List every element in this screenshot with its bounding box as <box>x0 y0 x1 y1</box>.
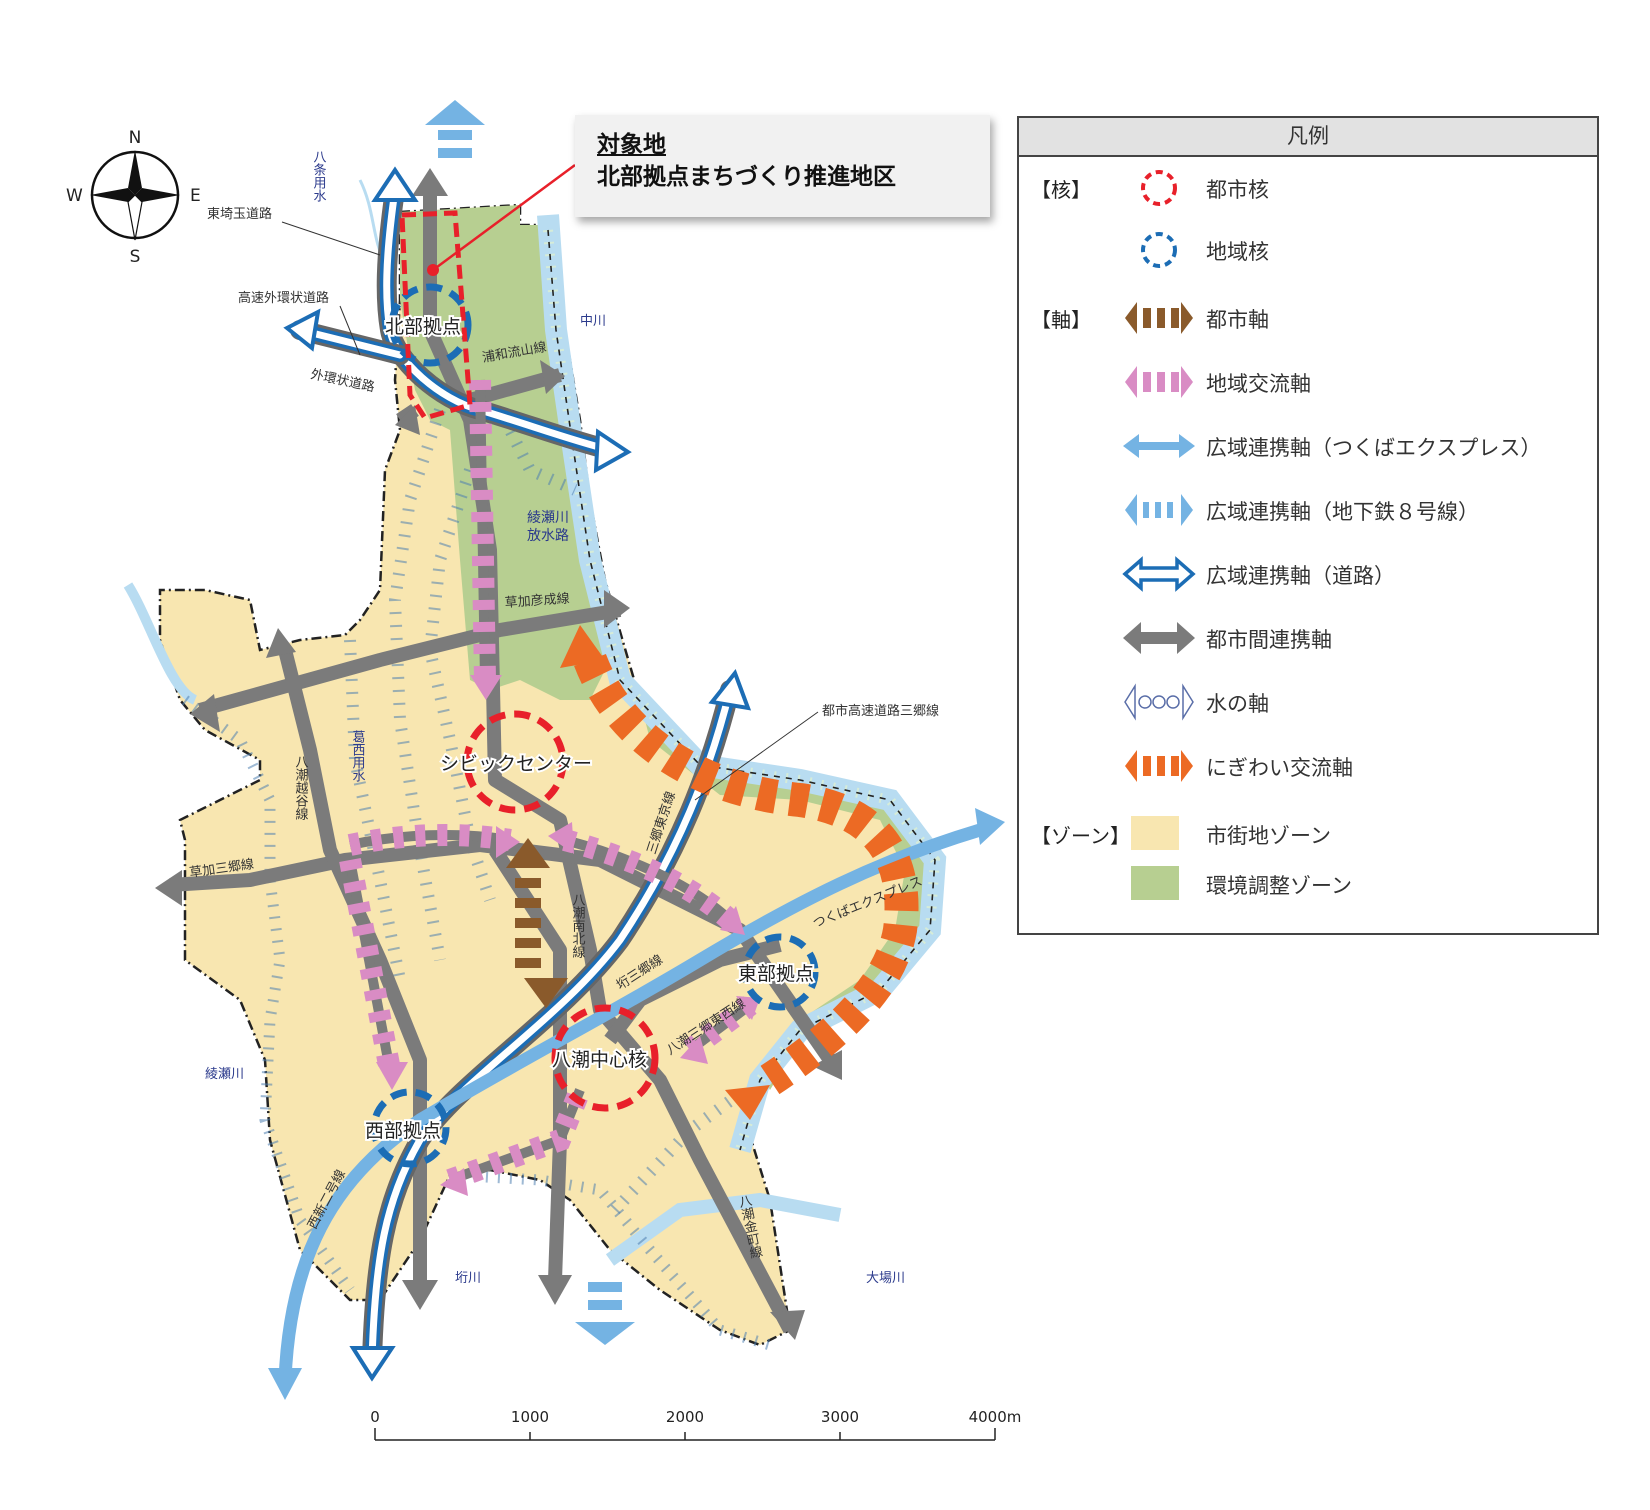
green-zone-swatch <box>1131 866 1179 900</box>
scale-bar: 0 1000 2000 3000 4000m <box>370 1408 1022 1441</box>
label-shuto-misato: 都市高速道路三郷線 <box>822 703 939 719</box>
legend-item-urban-zone: 【ゾーン】 市街地ゾーン <box>1019 812 1597 856</box>
label-west-hub: 西部拠点 <box>365 1120 441 1142</box>
legend-item-subway-axis: 広域連携軸（地下鉄８号線） <box>1019 488 1597 532</box>
legend-item-urban-axis: 【軸】 都市軸 <box>1019 296 1597 340</box>
orange-arrowheads <box>560 625 770 1120</box>
svg-text:E: E <box>190 186 201 206</box>
label-ayase-floodway-2: 放水路 <box>527 528 569 544</box>
bustle-exchange-axis <box>574 653 919 1095</box>
ayase-river <box>123 582 198 705</box>
subway-8-arrows <box>425 100 635 1345</box>
leader-lines <box>281 221 819 801</box>
label-yashio-nanboku: 八潮南北線 <box>570 893 586 958</box>
pink-dashed-arrow-icon <box>1125 366 1193 398</box>
compass-rose-icon: N S E W <box>66 128 201 267</box>
orange-dashed-arrow-icon <box>1125 750 1193 782</box>
west-hub-core <box>370 1088 450 1168</box>
label-higashi-saitama-road: 東埼玉道路 <box>207 206 272 222</box>
label-expressway-outer-ring: 高速外環状道路 <box>238 290 329 306</box>
target-callout-line <box>432 163 576 272</box>
yashio-central-core <box>551 1004 659 1112</box>
legend-item-tsukuba-axis: 広域連携軸（つくばエクスプレス） <box>1019 424 1597 468</box>
svg-text:0: 0 <box>370 1408 380 1426</box>
legend-group-axis: 【軸】 <box>1031 308 1091 332</box>
label-civic-center: シビックセンター <box>440 753 592 775</box>
svg-text:N: N <box>129 128 142 148</box>
tsukuba-arrowhead-sw <box>268 1368 302 1400</box>
svg-text:S: S <box>130 247 141 267</box>
north-hub-core <box>388 283 472 367</box>
blue-dashed-circle-icon <box>1141 232 1177 268</box>
legend-item-bustle-axis: にぎわい交流軸 <box>1019 744 1597 788</box>
urban-axis <box>506 838 568 1008</box>
label-hachijo-canal: 八条用水 <box>311 150 327 202</box>
pink-arrowheads <box>376 675 760 1196</box>
label-yashio-central: 八潮中心核 <box>552 1049 647 1071</box>
svg-text:3000: 3000 <box>821 1408 859 1426</box>
svg-text:2000: 2000 <box>666 1408 704 1426</box>
label-kasai-canal: 葛西用水 <box>350 730 366 782</box>
lightblue-dashed-arrow-icon <box>1125 494 1193 526</box>
water-axis-icon <box>1124 683 1194 721</box>
legend-item-intercity-axis: 都市間連携軸 <box>1019 616 1597 660</box>
civic-center-core <box>463 710 567 814</box>
target-area-outline <box>399 210 473 421</box>
brown-dashed-arrow-icon <box>1125 302 1193 334</box>
gray-arrowheads <box>155 168 842 1340</box>
label-soka-hikonari: 草加彦成線 <box>504 590 570 610</box>
yellow-zone-swatch <box>1131 816 1179 850</box>
road-arrowheads <box>283 166 752 1382</box>
label-outer-ring-road: 外環状道路 <box>309 366 376 395</box>
svg-text:4000m: 4000m <box>969 1408 1022 1426</box>
legend-title: 凡例 <box>1019 118 1597 157</box>
label-oba-river: 大場川 <box>866 1271 905 1286</box>
lightblue-arrow-icon <box>1123 434 1195 458</box>
legend-item-regional-exchange-axis: 地域交流軸 <box>1019 360 1597 404</box>
tsukuba-arrowhead-ne <box>975 808 1005 845</box>
legend-panel: 凡例 【核】 都市核 地域核 【軸】 都市軸 地域交流 <box>1017 116 1599 935</box>
label-nakagawa: 中川 <box>580 314 606 329</box>
red-dashed-circle-icon <box>1141 170 1177 206</box>
label-east-hub: 東部拠点 <box>738 963 814 985</box>
label-yashio-koshigaya: 八潮越谷線 <box>293 755 309 820</box>
label-gake-river: 垳川 <box>455 1271 481 1286</box>
legend-item-road-axis: 広域連携軸（道路） <box>1019 552 1597 596</box>
regional-exchange-axes <box>339 379 757 1191</box>
environment-zone <box>400 205 620 700</box>
legend-group-core: 【核】 <box>1031 178 1091 202</box>
target-area-callout: 対象地 北部拠点まちづくり推進地区 <box>575 115 990 217</box>
gray-arrow-icon <box>1123 622 1195 654</box>
legend-item-water-axis: 水の軸 <box>1019 680 1597 724</box>
svg-text:1000: 1000 <box>511 1408 549 1426</box>
legend-group-zone: 【ゾーン】 <box>1031 824 1130 848</box>
blue-outline-arrow-icon <box>1122 556 1196 592</box>
legend-item-environment-zone: 環境調整ゾーン <box>1019 862 1597 906</box>
callout-subtitle: 北部拠点まちづくり推進地区 <box>597 164 896 190</box>
legend-item-regional-core: 地域核 <box>1019 228 1597 272</box>
label-ayase-floodway-1: 綾瀬川 <box>527 510 569 526</box>
callout-title: 対象地 <box>597 132 666 158</box>
label-ayase-river: 綾瀬川 <box>205 1066 244 1082</box>
core-circles <box>370 283 819 1168</box>
svg-text:W: W <box>66 186 83 206</box>
legend-item-urban-core: 【核】 都市核 <box>1019 166 1597 210</box>
label-north-hub: 北部拠点 <box>385 316 461 338</box>
wide-area-road-axes <box>290 180 740 1370</box>
east-hub-core <box>741 933 819 1011</box>
